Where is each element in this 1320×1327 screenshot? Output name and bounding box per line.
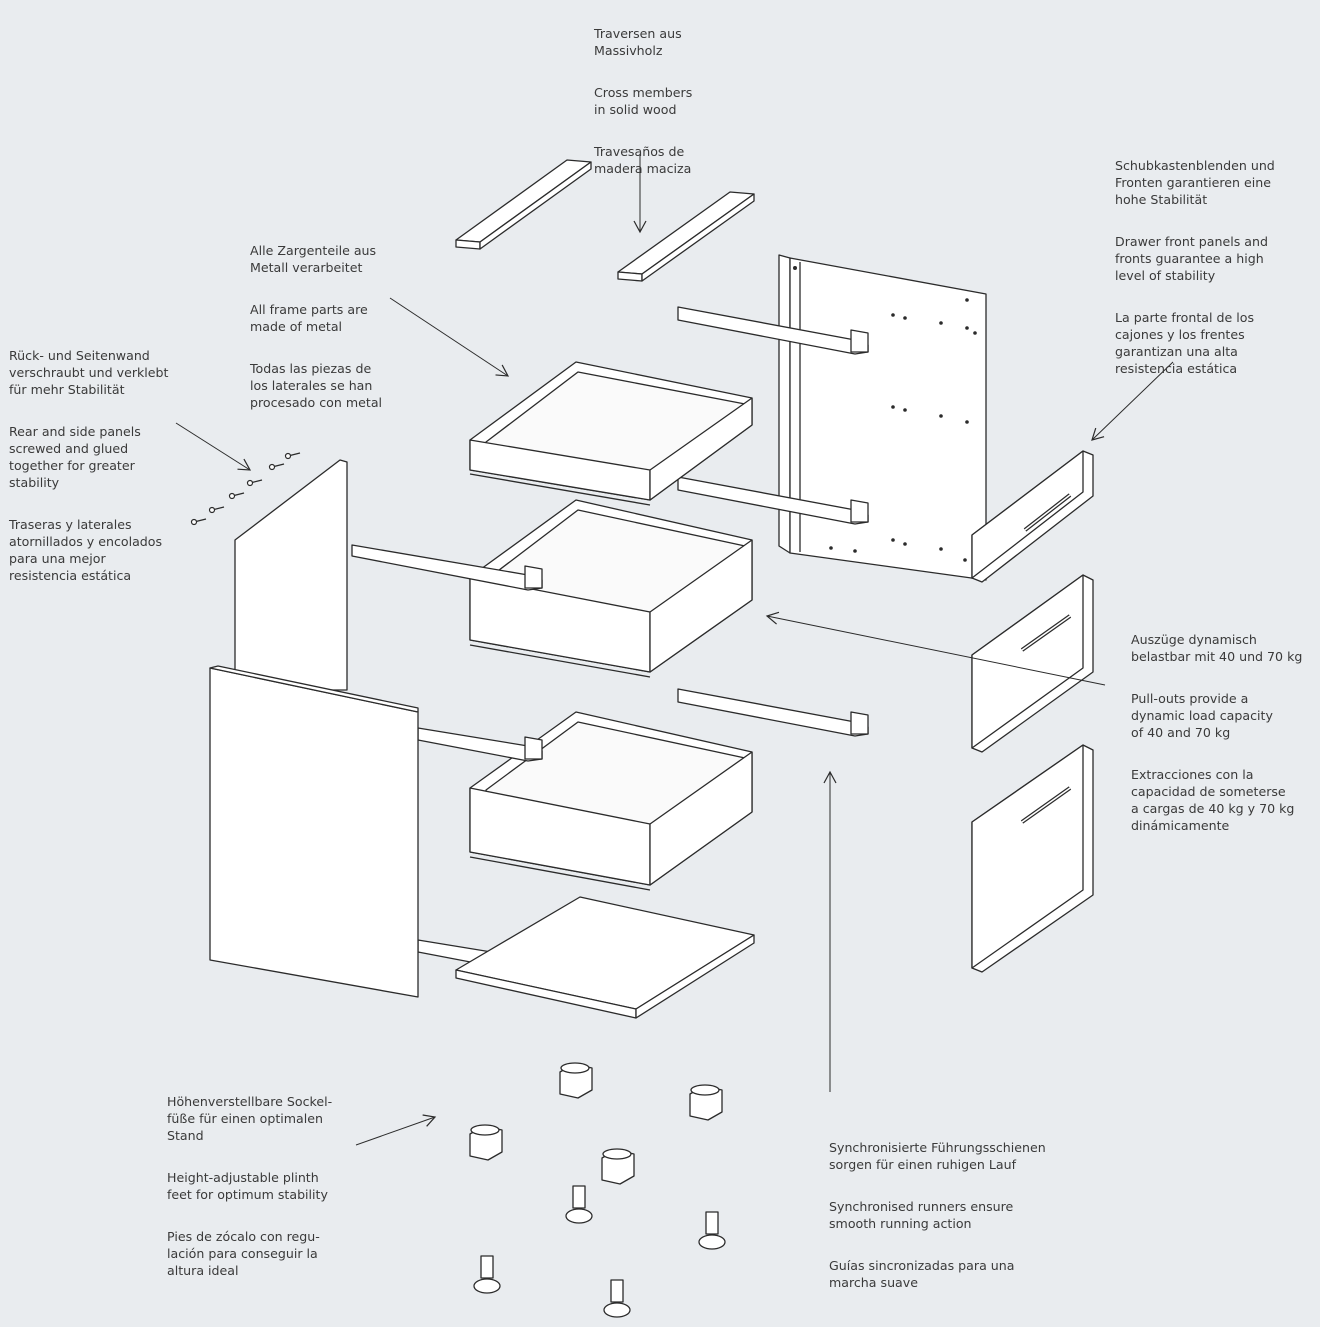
drawer-upper	[469, 361, 753, 506]
callout-frame-parts-de: Alle Zargenteile aus Metall verarbeitet	[250, 243, 377, 275]
drawer-front-middle	[971, 574, 1094, 753]
callout-plinth-feet-es: Pies de zócalo con regu- lación para con…	[167, 1229, 320, 1278]
callout-plinth-feet: Höhenverstellbare Sockel- füße für einen…	[167, 1076, 357, 1304]
callout-cross-members-en: Cross members in solid wood	[594, 85, 693, 117]
side-wall-front	[209, 665, 419, 998]
runner-upper-left	[351, 544, 543, 591]
drawer-front-bottom	[971, 744, 1094, 973]
runner-middle-right	[677, 476, 869, 525]
plinth-foot-4	[601, 1148, 635, 1185]
callout-pull-outs-es: Extracciones con la capacidad de someter…	[1131, 767, 1295, 833]
leveller-foot-3	[473, 1255, 501, 1294]
drawer-front-top	[971, 450, 1094, 583]
callout-plinth-feet-de: Höhenverstellbare Sockel- füße für einen…	[167, 1094, 333, 1143]
callout-pull-outs-de: Auszüge dynamisch belastbar mit 40 und 7…	[1131, 632, 1303, 664]
arrow-drawer-fronts	[1091, 361, 1174, 441]
callout-frame-parts-es: Todas las piezas de los laterales se han…	[250, 361, 383, 410]
leveller-foot-4	[603, 1279, 631, 1318]
bottom-panel	[455, 896, 755, 1019]
callout-frame-parts-en: All frame parts are made of metal	[250, 302, 368, 334]
arrow-plinth-feet	[355, 1114, 437, 1146]
side-wall-rear	[234, 459, 348, 691]
callout-cross-members-de: Traversen aus Massivholz	[594, 26, 682, 58]
callout-runners-es: Guías sincronizadas para una marcha suav…	[829, 1258, 1015, 1290]
callout-cross-members-es: Travesaños de madera maciza	[594, 144, 692, 176]
callout-drawer-fronts-es: La parte frontal de los cajones y los fr…	[1115, 310, 1255, 376]
callout-cross-members: Traversen aus Massivholz Cross members i…	[594, 8, 754, 202]
screws	[190, 452, 301, 526]
callout-drawer-fronts: Schubkastenblenden und Fronten garantier…	[1115, 140, 1315, 402]
drawer-middle	[469, 499, 753, 678]
callout-rear-side-panels: Rück- und Seitenwand verschraubt und ver…	[9, 330, 189, 609]
callout-runners-de: Synchronisierte Führungsschienen sorgen …	[829, 1140, 1046, 1172]
drawer-lower	[469, 711, 753, 891]
plinth-foot-1	[559, 1062, 593, 1099]
callout-drawer-fronts-en: Drawer front panels and fronts guarantee…	[1115, 234, 1268, 283]
leveller-foot-1	[565, 1185, 593, 1224]
runner-lower-right	[677, 688, 869, 737]
callout-pull-outs: Auszüge dynamisch belastbar mit 40 und 7…	[1131, 614, 1316, 859]
arrow-rear-side-panels	[175, 422, 252, 471]
leveller-foot-2	[698, 1211, 726, 1250]
carcass-back-panel	[778, 254, 987, 581]
back-panel-holes	[793, 266, 977, 562]
callout-drawer-fronts-de: Schubkastenblenden und Fronten garantier…	[1115, 158, 1275, 207]
callout-rear-side-panels-en: Rear and side panels screwed and glued t…	[9, 424, 141, 490]
callout-runners-en: Synchronised runners ensure smooth runni…	[829, 1199, 1014, 1231]
plinth-foot-2	[689, 1084, 723, 1121]
callout-plinth-feet-en: Height-adjustable plinth feet for optimu…	[167, 1170, 328, 1202]
callout-rear-side-panels-es: Traseras y laterales atornillados y enco…	[9, 517, 163, 583]
callout-pull-outs-en: Pull-outs provide a dynamic load capacit…	[1131, 691, 1273, 740]
callout-runners: Synchronisierte Führungsschienen sorgen …	[829, 1122, 1074, 1316]
runner-upper-right	[677, 306, 869, 355]
runner-middle-left	[417, 727, 543, 762]
callout-rear-side-panels-de: Rück- und Seitenwand verschraubt und ver…	[9, 348, 169, 397]
cross-member-left	[455, 159, 592, 250]
callout-frame-parts: Alle Zargenteile aus Metall verarbeitet …	[250, 225, 420, 436]
plinth-foot-3	[469, 1124, 503, 1161]
arrow-pull-outs	[765, 611, 1106, 686]
cross-member-right	[617, 191, 755, 282]
callout-arrows	[175, 155, 1174, 1146]
arrow-frame-parts	[389, 297, 510, 377]
